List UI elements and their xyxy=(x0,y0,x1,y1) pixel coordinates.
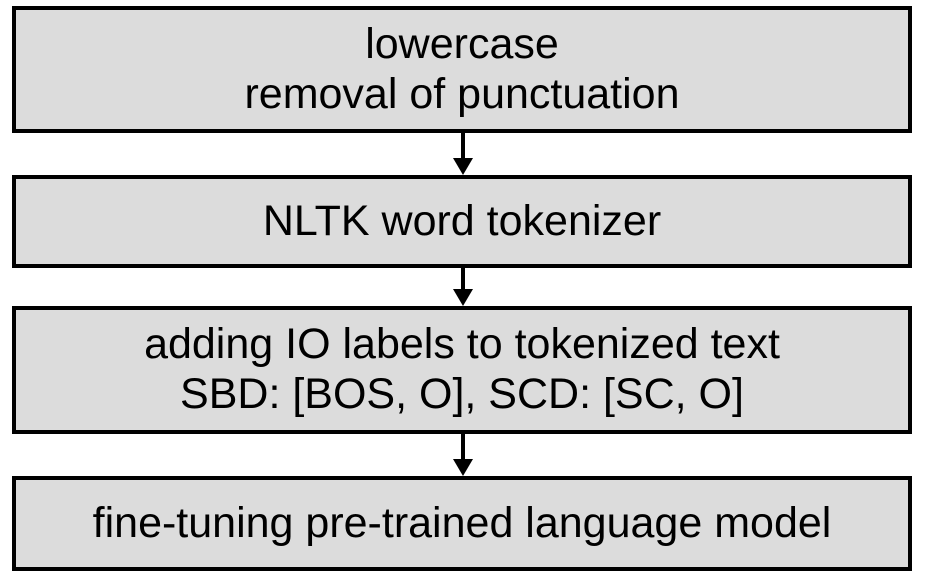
step-box-tokenizer: NLTK word tokenizer xyxy=(12,175,912,268)
step-box-labeling: adding IO labels to tokenized text SBD: … xyxy=(12,306,912,434)
step-text: NLTK word tokenizer xyxy=(262,196,662,245)
step-text: adding IO labels to tokenized text xyxy=(144,320,780,369)
step-text: removal of punctuation xyxy=(244,69,680,118)
arrow-down-icon xyxy=(453,133,473,175)
step-box-fine-tuning: fine-tuning pre-trained language model xyxy=(12,476,912,571)
arrow-down-icon xyxy=(453,268,473,306)
step-text: lowercase xyxy=(365,19,559,68)
step-box-preprocessing: lowercase removal of punctuation xyxy=(12,6,912,133)
arrow-down-icon xyxy=(453,434,473,476)
step-text: SBD: [BOS, O], SCD: [SC, O] xyxy=(180,370,744,418)
step-text: fine-tuning pre-trained language model xyxy=(92,498,832,547)
